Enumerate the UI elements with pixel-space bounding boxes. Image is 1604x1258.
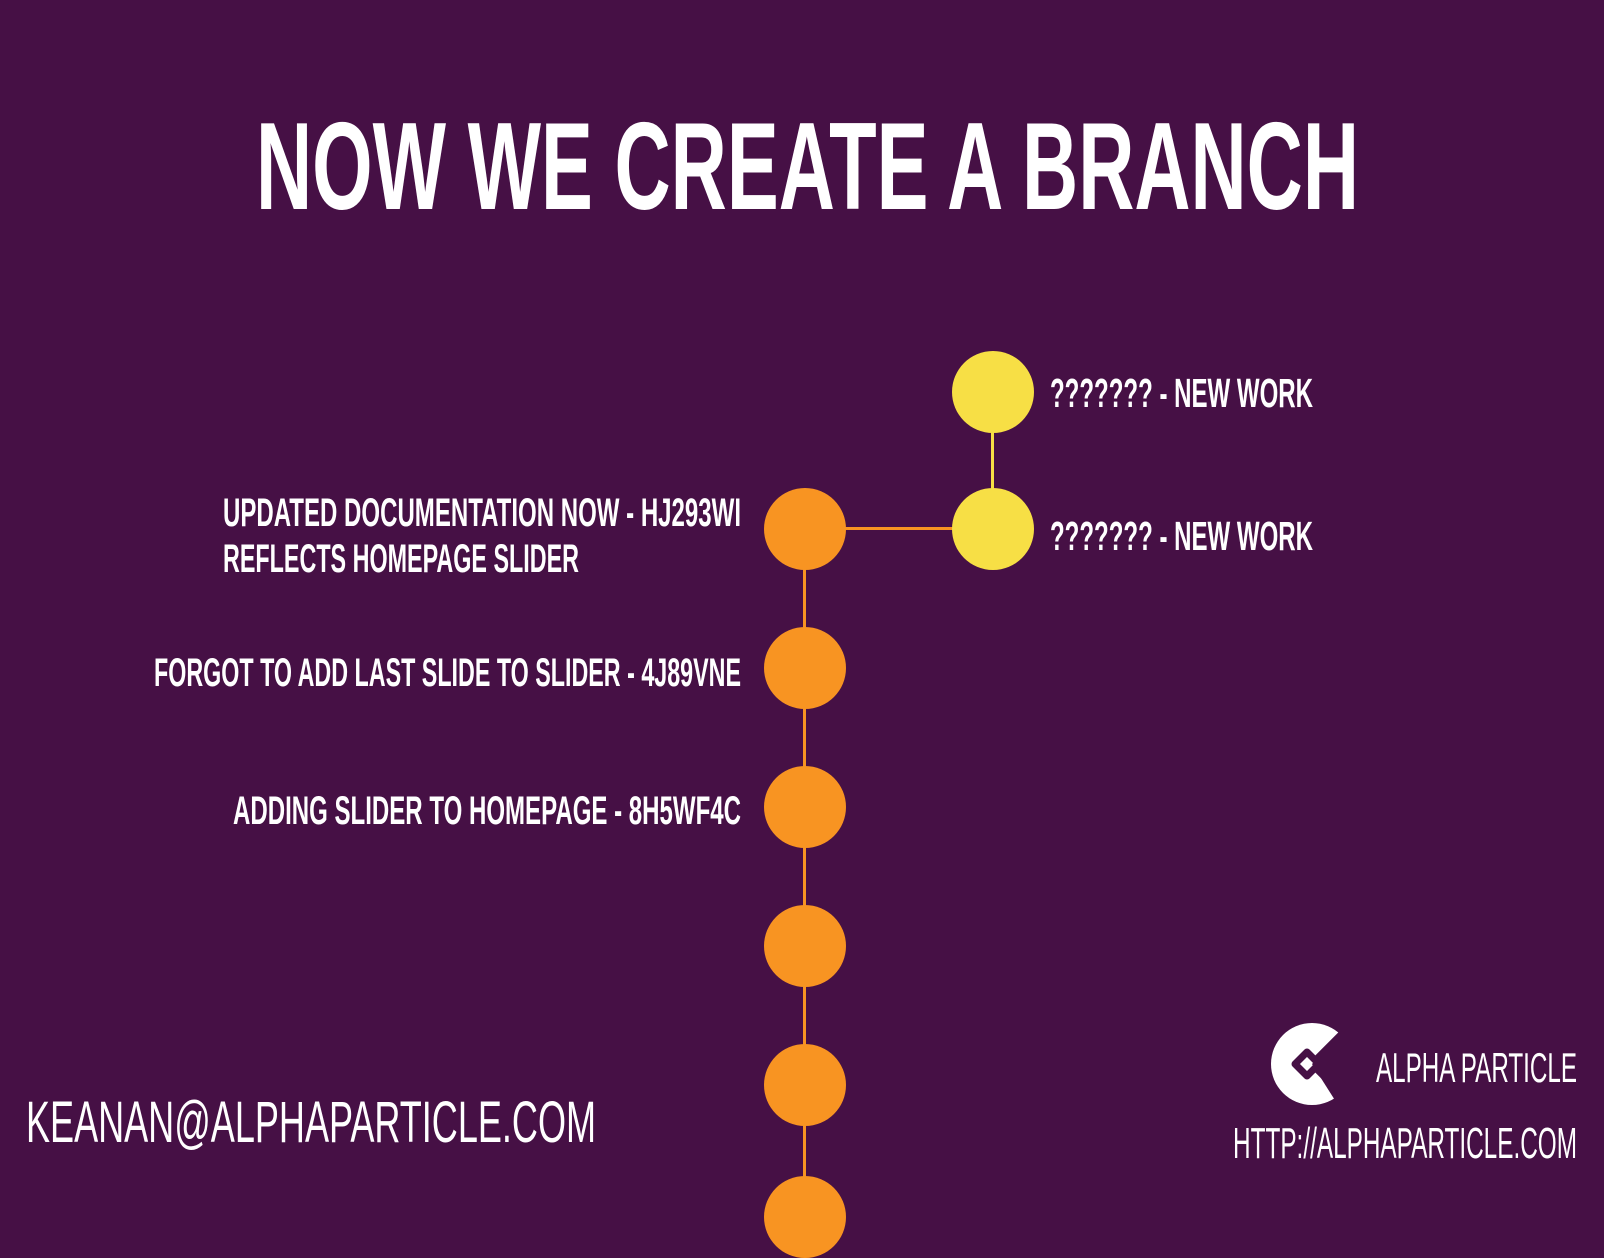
new-branch-line xyxy=(991,392,994,529)
commit-node xyxy=(764,905,846,987)
contact-email: KEANAN@ALPHAPARTICLE.COM xyxy=(26,1090,596,1156)
commit-label: ADDING SLIDER TO HOMEPAGE - 8H5WF4C xyxy=(233,788,741,833)
commit-label: REFLECTS HOMEPAGE SLIDER xyxy=(223,536,579,581)
main-branch-line xyxy=(803,529,806,1209)
branch-commit-node xyxy=(952,488,1034,570)
commit-node xyxy=(764,1176,846,1258)
brand-name: ALPHA PARTICLE xyxy=(1376,1043,1577,1091)
page-title: NOW WE CREATE A BRANCH xyxy=(256,97,1359,236)
commit-node xyxy=(764,627,846,709)
branch-connector-line xyxy=(805,527,993,530)
branch-commit-label: ??????? - NEW WORK xyxy=(1050,369,1313,416)
alpha-particle-logo-icon xyxy=(1271,1023,1353,1105)
commit-node xyxy=(764,488,846,570)
branch-commit-label: ??????? - NEW WORK xyxy=(1050,512,1313,559)
website-link[interactable]: HTTP://ALPHAPARTICLE.COM xyxy=(1233,1119,1577,1169)
commit-node xyxy=(764,766,846,848)
commit-label: UPDATED DOCUMENTATION NOW - HJ293WI xyxy=(223,490,741,535)
commit-node xyxy=(764,1044,846,1126)
commit-label: FORGOT TO ADD LAST SLIDE TO SLIDER - 4J8… xyxy=(154,650,741,695)
branch-commit-node xyxy=(952,351,1034,433)
